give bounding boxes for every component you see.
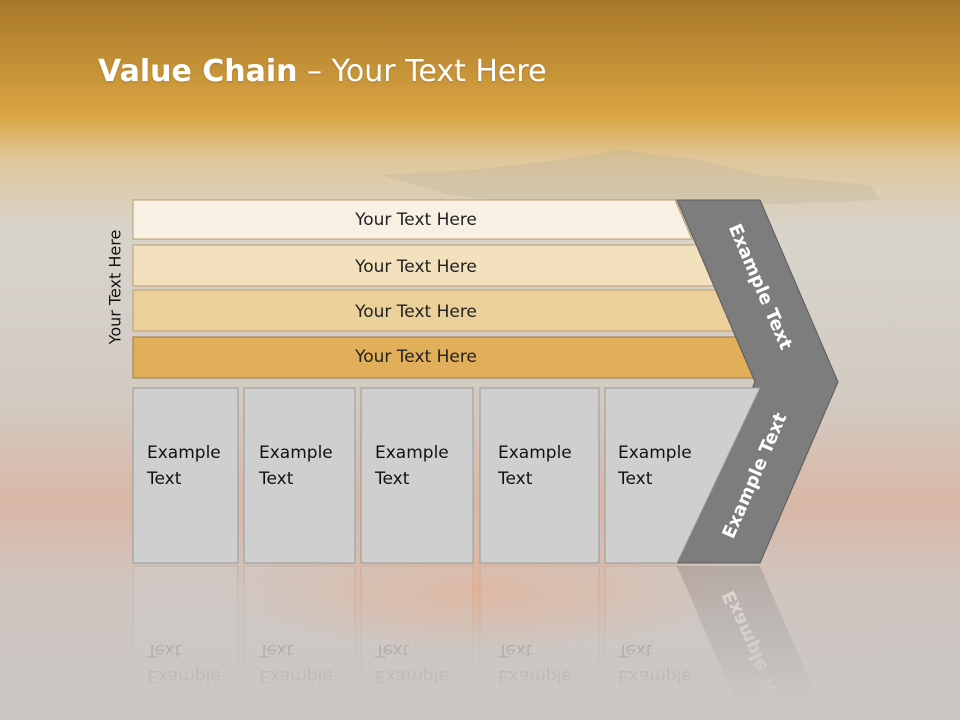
reflection-cell-2-line2: Text (258, 640, 294, 660)
reflection-cell-1 (132, 565, 239, 720)
cell-4[interactable]: Example Text (479, 387, 600, 564)
cell-5-line2: Text (617, 469, 653, 489)
reflection-cell-5-line2: Text (617, 640, 653, 660)
reflection-chevron (677, 566, 827, 720)
reflection-cell-3-line2: Text (374, 640, 410, 660)
reflection-cell-3 (360, 565, 474, 720)
cell-4-box (479, 387, 600, 564)
band-4-label: Your Text Here (354, 347, 477, 367)
band-3-label: Your Text Here (354, 302, 477, 322)
cell-2[interactable]: Example Text (243, 387, 356, 564)
cell-3[interactable]: Example Text (360, 387, 474, 564)
cell-4-line2: Text (497, 469, 533, 489)
cell-5-box (604, 387, 761, 564)
page-title: Value Chain – Your Text Here (98, 54, 547, 89)
band-4[interactable]: Your Text Here (132, 336, 763, 379)
reflection-cell-1-line1: Example (147, 666, 221, 686)
cell-5-line1: Example (618, 443, 692, 463)
reflection-cell-5-line1: Example (618, 666, 692, 686)
band-2[interactable]: Your Text Here (132, 244, 716, 287)
diagram-reflection: Example Text Example Text Example Text E… (132, 565, 827, 720)
band-1-label: Your Text Here (354, 210, 477, 230)
cell-5[interactable]: Example Text (604, 387, 761, 564)
title-bold: Value Chain (98, 54, 298, 89)
band-1-shape (132, 199, 693, 240)
reflection-cell-1-line2: Text (146, 640, 182, 660)
cell-4-line1: Example (498, 443, 572, 463)
reflection-cell-4 (479, 565, 600, 720)
cell-1-line2: Text (146, 469, 182, 489)
reflection-cell-2 (243, 565, 356, 720)
cell-2-box (243, 387, 356, 564)
reflection-cell-3-line1: Example (375, 666, 449, 686)
reflection-cell-4-line1: Example (498, 666, 572, 686)
band-2-label: Your Text Here (354, 257, 477, 277)
cell-1[interactable]: Example Text (132, 387, 239, 564)
helicopter-silhouette (380, 150, 880, 210)
cell-1-box (132, 387, 239, 564)
band-1[interactable]: Your Text Here (132, 199, 693, 240)
cell-2-line2: Text (258, 469, 294, 489)
title-rest: – Your Text Here (297, 54, 547, 89)
band-3[interactable]: Your Text Here (132, 289, 740, 332)
cell-3-line2: Text (374, 469, 410, 489)
reflection-cell-5 (604, 565, 751, 720)
cell-3-line1: Example (375, 443, 449, 463)
cell-2-line1: Example (259, 443, 333, 463)
reflection-cell-4-line2: Text (497, 640, 533, 660)
reflection-cell-2-line1: Example (259, 666, 333, 686)
cell-3-box (360, 387, 474, 564)
cell-1-line1: Example (147, 443, 221, 463)
